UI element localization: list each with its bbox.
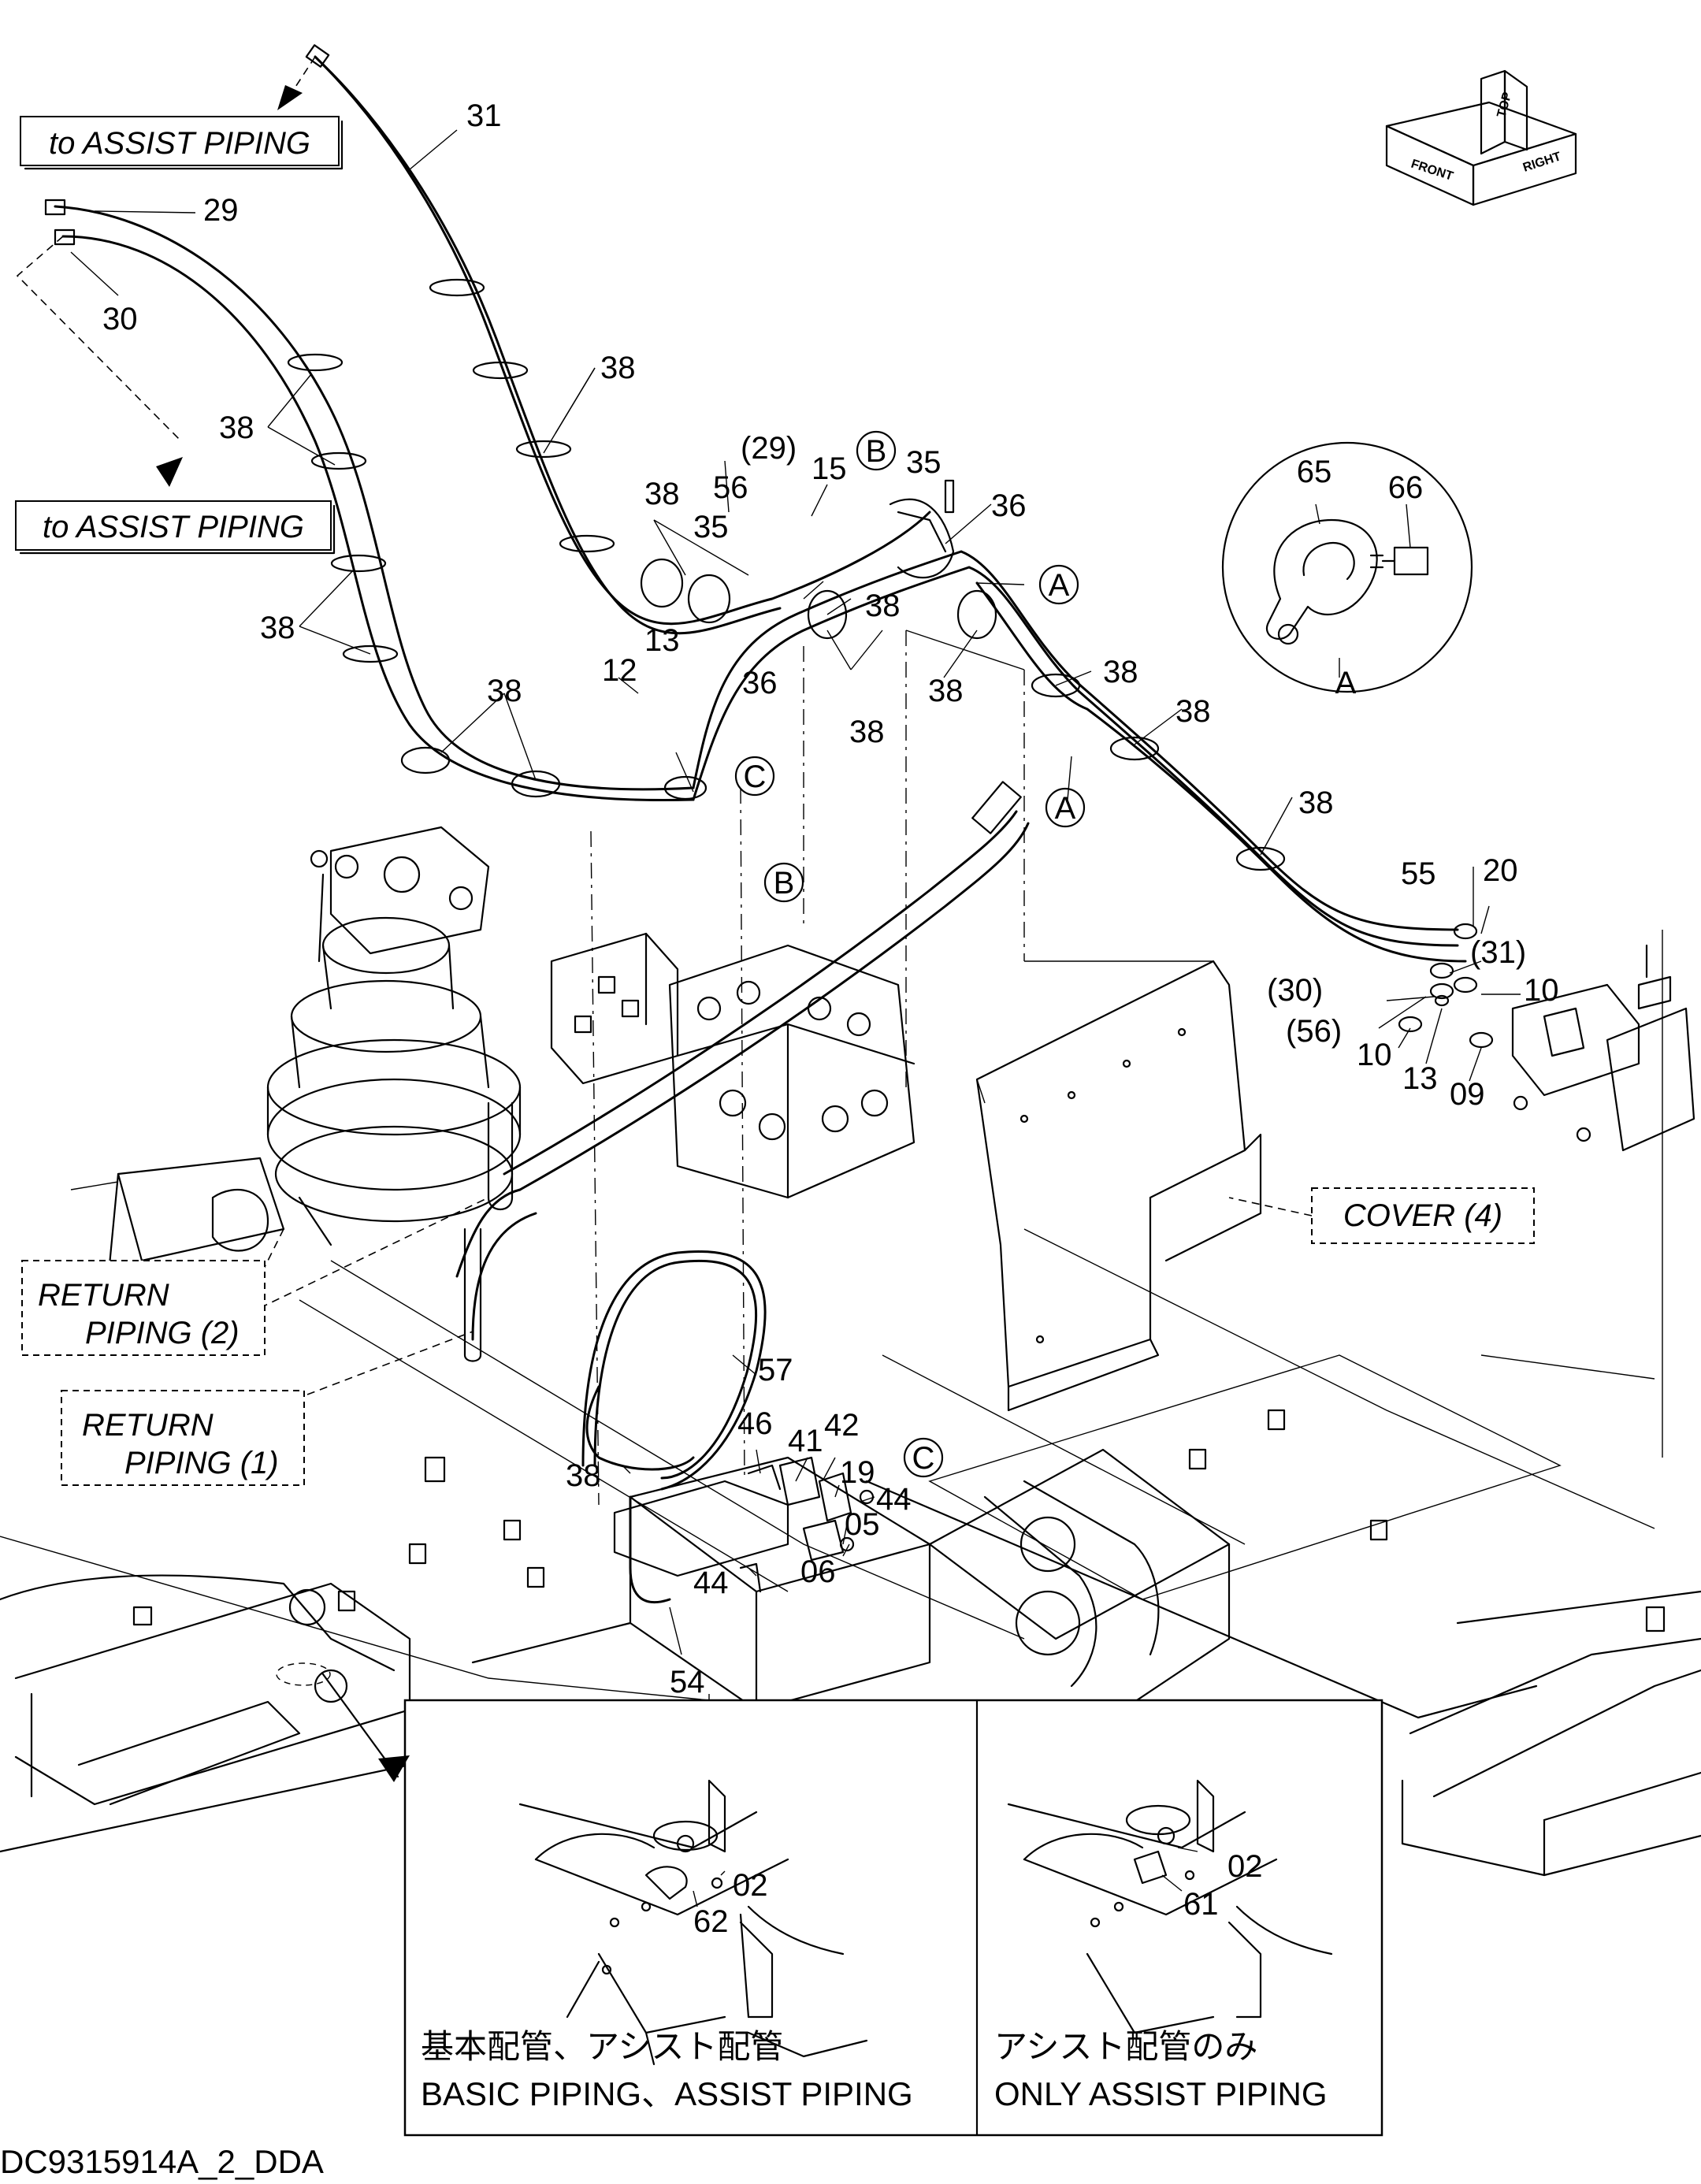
top-text: TOP — [1495, 91, 1514, 119]
return-piping-2-label: RETURN PIPING (2) — [21, 1260, 266, 1356]
inset-left-caption-en: BASIC PIPING、ASSIST PIPING — [421, 2075, 913, 2112]
callout-06: 06 — [800, 1554, 836, 1589]
circle-mark-a-mid: A — [1045, 787, 1086, 828]
callout-41: 41 — [788, 1424, 823, 1458]
inset-box — [276, 1662, 1383, 2137]
callout-29: 29 — [203, 193, 239, 228]
leader-lines-lower — [259, 630, 1213, 1733]
callout-56p: (56) — [1286, 1014, 1342, 1049]
assist-piping-text-left: to ASSIST PIPING — [43, 510, 304, 544]
callout-12: 12 — [602, 653, 637, 688]
callout-44a: 44 — [876, 1482, 912, 1517]
orientation-indicator: FRONT RIGHT TOP — [1385, 69, 1577, 206]
callout-36b: 36 — [742, 666, 778, 700]
return-2-line1: RETURN — [38, 1278, 169, 1313]
svg-text:C: C — [912, 1441, 935, 1476]
callout-57: 57 — [758, 1353, 793, 1387]
callout-62: 62 — [693, 1904, 729, 1939]
part-66-label: 66 — [1388, 470, 1424, 505]
return-1-line1: RETURN — [82, 1408, 214, 1443]
callout-19: 19 — [840, 1455, 875, 1490]
svg-text:B: B — [774, 866, 795, 901]
cover-label: COVER (4) — [1343, 1198, 1502, 1233]
assist-valve-bracket — [1378, 867, 1695, 1458]
callout-55: 55 — [1401, 856, 1436, 891]
cover-panel: COVER (4) — [975, 960, 1535, 1412]
assist-hoses — [44, 44, 1467, 963]
assist-piping-text-top: to ASSIST PIPING — [49, 126, 310, 161]
callout-61: 61 — [1183, 1887, 1219, 1922]
callout-31: 31 — [466, 98, 502, 133]
callout-numbers: 31 29 30 38 38 38 38 38 38 38 38 38 38 3… — [102, 98, 1559, 1939]
return-2-line2: PIPING (2) — [85, 1316, 240, 1350]
drawing-code: DC9315914A_2_DDA — [0, 2143, 324, 2180]
inset-right-caption-en: ONLY ASSIST PIPING — [994, 2075, 1328, 2112]
callout-36a: 36 — [991, 488, 1027, 523]
callout-10a: 10 — [1524, 973, 1559, 1008]
callout-38j: 38 — [1175, 694, 1211, 729]
callout-02b: 02 — [1227, 1849, 1263, 1884]
callout-38f: 38 — [865, 589, 901, 623]
circle-marks: B A C A B C — [734, 430, 1086, 1478]
callout-05: 05 — [845, 1507, 880, 1542]
return-piping-1-label: RETURN PIPING (1) — [61, 1390, 305, 1486]
callout-13b: 13 — [1402, 1061, 1438, 1096]
callout-54: 54 — [670, 1665, 705, 1699]
upper-frame — [0, 1157, 1701, 1877]
assist-piping-label-left: to ASSIST PIPING — [15, 500, 336, 555]
callout-38c: 38 — [260, 611, 295, 645]
callout-29p: (29) — [741, 431, 797, 466]
callout-38b: 38 — [219, 410, 254, 445]
callout-15: 15 — [812, 451, 847, 486]
svg-text:A: A — [1049, 568, 1070, 603]
callout-38g: 38 — [849, 715, 885, 749]
callout-13a: 13 — [644, 623, 680, 658]
callout-38d: 38 — [487, 674, 522, 708]
inset-left-caption-jp: 基本配管、アシスト配管 — [421, 2028, 783, 2065]
callout-38e: 38 — [644, 477, 680, 511]
callout-31p: (31) — [1470, 935, 1526, 970]
circle-mark-c-mid: C — [734, 756, 775, 797]
callout-38a: 38 — [600, 351, 636, 385]
callout-09: 09 — [1450, 1077, 1485, 1112]
inset-right-caption-jp: アシスト配管のみ — [994, 2028, 1257, 2065]
svg-text:B: B — [866, 434, 887, 469]
callout-30p: (30) — [1267, 973, 1323, 1008]
circle-mark-b-top: B — [856, 430, 897, 471]
callout-44b: 44 — [693, 1566, 729, 1600]
part-65-label: 65 — [1297, 455, 1332, 489]
inset-left-drawing — [518, 1779, 868, 2066]
callout-38i: 38 — [1103, 655, 1138, 689]
assist-component-cluster — [613, 1456, 875, 1593]
callout-10b: 10 — [1357, 1038, 1392, 1072]
callout-30: 30 — [102, 302, 138, 336]
leader-lines-upper — [70, 129, 1293, 856]
right-text: RIGHT — [1521, 150, 1563, 175]
svg-text:C: C — [744, 760, 767, 794]
svg-text:A: A — [1055, 791, 1076, 826]
return-1-line2: PIPING (1) — [124, 1446, 279, 1480]
detail-a-view: 65 66 A — [1221, 441, 1473, 700]
detail-a-letter: A — [1335, 666, 1357, 700]
callout-42: 42 — [824, 1408, 860, 1443]
callout-38l: 38 — [566, 1458, 601, 1493]
callout-46: 46 — [737, 1406, 773, 1441]
callout-38h: 38 — [928, 674, 964, 708]
callout-35a: 35 — [906, 445, 941, 480]
inset-captions: 基本配管、アシスト配管 BASIC PIPING、ASSIST PIPING ア… — [421, 2028, 1328, 2112]
assist-piping-label-top: to ASSIST PIPING — [20, 116, 344, 170]
callout-35b: 35 — [693, 510, 729, 544]
swing-motor — [266, 826, 522, 1223]
callout-20: 20 — [1483, 853, 1518, 888]
circle-mark-b-mid: B — [763, 862, 804, 903]
circle-mark-c-low: C — [903, 1437, 944, 1478]
control-valve — [455, 781, 1030, 1362]
circle-mark-a-top: A — [1038, 564, 1079, 605]
callout-02a: 02 — [733, 1868, 768, 1903]
callout-56: 56 — [713, 470, 748, 505]
inset-right-drawing — [1007, 1779, 1333, 2034]
callout-38k: 38 — [1298, 786, 1334, 820]
